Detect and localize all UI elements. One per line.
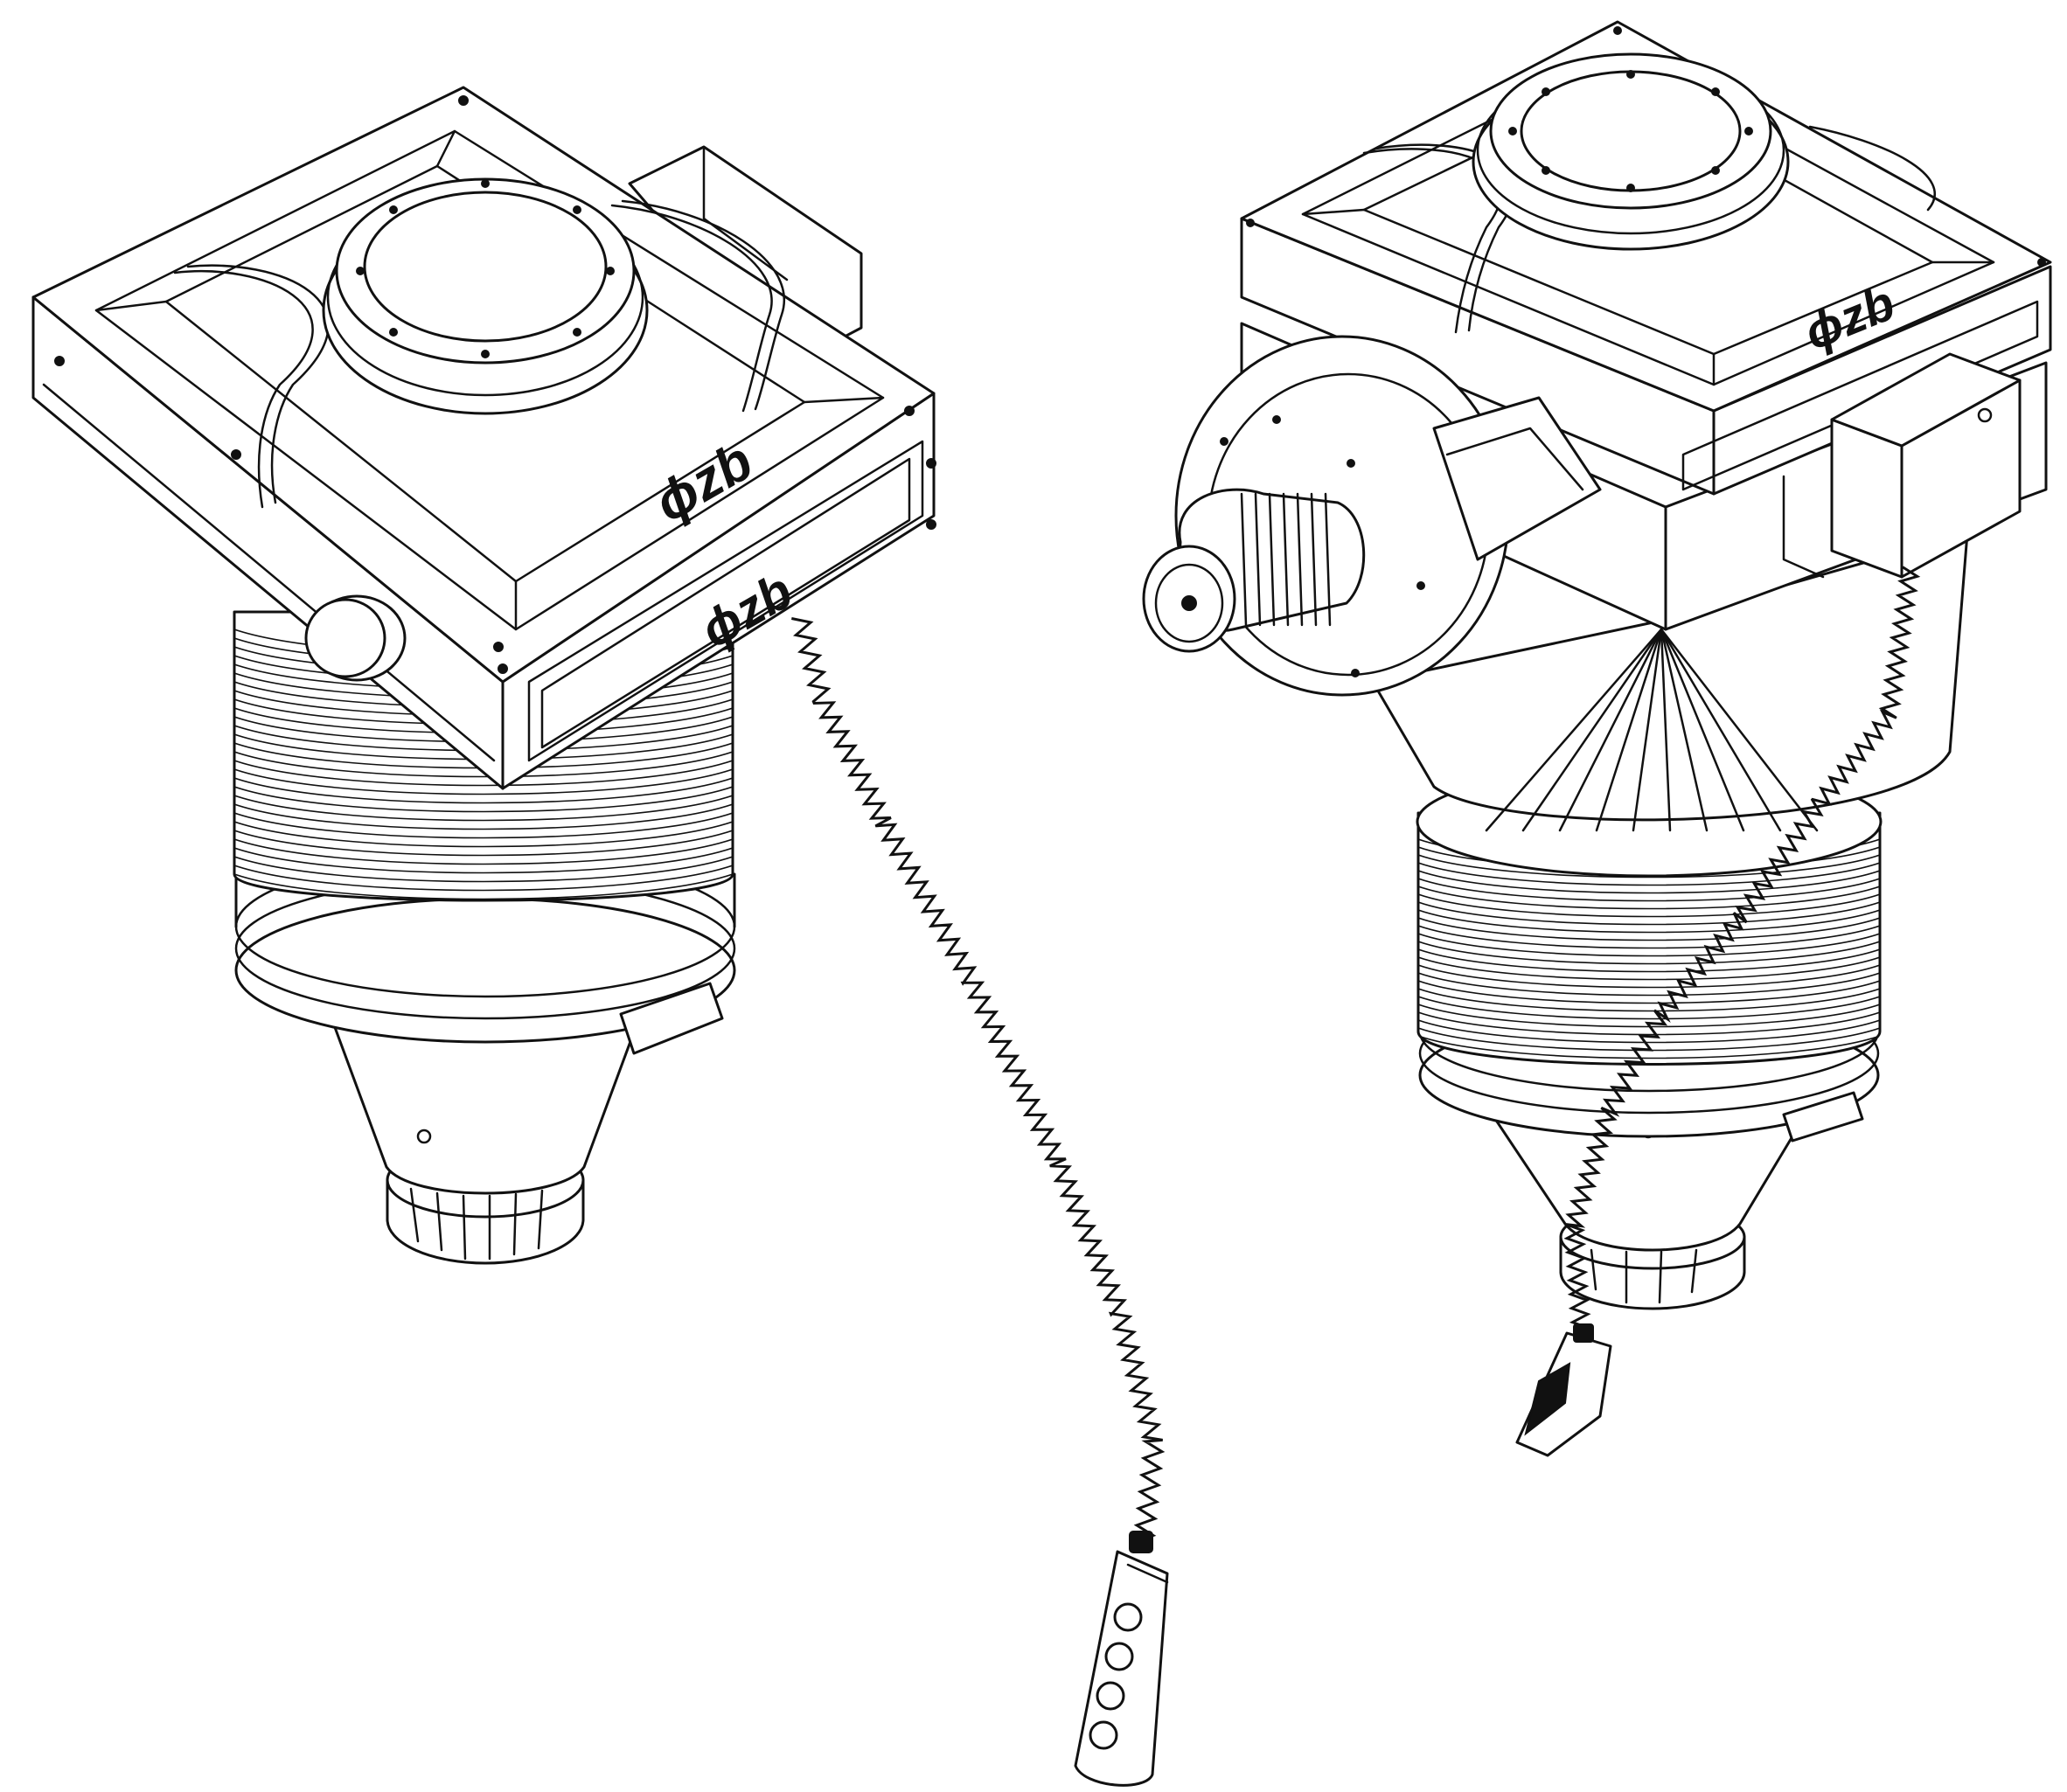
drawing-line [1418,925,1880,949]
drawing-line [1418,870,1880,894]
drawing-line [1632,628,1663,832]
right-pendant-control [1515,1323,1612,1457]
drawing-line [1418,980,1880,1004]
drawing-line [1418,964,1880,989]
drawing-line [234,873,733,900]
drawing-line [234,795,733,822]
drawing-line [1418,988,1880,1012]
left-unit: ɸzb ɸzb [31,86,1169,1787]
drawing-line [1418,917,1880,941]
drawing-line [1418,933,1880,957]
left-lower-flange [234,855,736,1055]
drawing-line [1296,492,1304,627]
drawing-line [234,751,733,778]
drawing-line [1660,628,1745,832]
drawing-line [1558,628,1663,832]
drawing-line [1595,628,1663,832]
drawing-line [1418,878,1880,902]
drawing-line [1418,901,1880,926]
drawing-line [234,821,733,848]
drawing-line [1418,948,1880,973]
drawing-line [234,847,733,874]
drawing-line [1418,1019,1880,1044]
drawing-line [1418,893,1880,918]
drawing-line [1660,628,1782,832]
drawing-line [1268,492,1276,627]
drawing-line [1240,492,1248,627]
drawing-line [1418,972,1880,997]
drawing-line [1660,628,1819,832]
left-pendant-control [1074,1531,1169,1787]
drawing-line [234,838,733,865]
drawing-line [1418,886,1880,910]
drawing-line [1418,941,1880,965]
right-fan-motor [1142,335,1602,697]
left-side-port [304,594,407,682]
drawing-line [234,803,733,830]
drawing-line [1324,492,1332,627]
drawing-line [1418,996,1880,1020]
drawing-line [1418,862,1880,886]
right-coiled-cable [1563,566,1921,1330]
drawing-line [234,768,733,795]
drawing-line [234,760,733,787]
right-inlet-ring [1472,52,1790,251]
left-coiled-cable [790,617,1166,1544]
drawing-line [1418,909,1880,934]
left-inlet-ring [322,177,649,415]
drawing-line [234,865,733,892]
drawing-line [1660,628,1672,832]
right-unit: ɸzb [1142,20,2052,1457]
drawing-line [1521,628,1663,832]
drawing-line [1485,628,1663,832]
right-electrical-box [1782,352,2022,579]
drawing-line [1660,628,1709,832]
drawing-line [234,786,733,813]
drawing-line [234,812,733,839]
drawing-line [1254,492,1262,627]
right-upper-hopper [1371,531,1969,832]
drawing-line [1418,1011,1880,1036]
left-discharge-cone [322,995,649,1195]
drawing-line [1310,492,1318,627]
drawing-line [234,856,733,883]
drawing-line [1418,1035,1880,1059]
drawing-line [1282,492,1290,627]
drawing-line [234,830,733,857]
drawing-line [234,777,733,804]
drawing-line [1418,956,1880,981]
